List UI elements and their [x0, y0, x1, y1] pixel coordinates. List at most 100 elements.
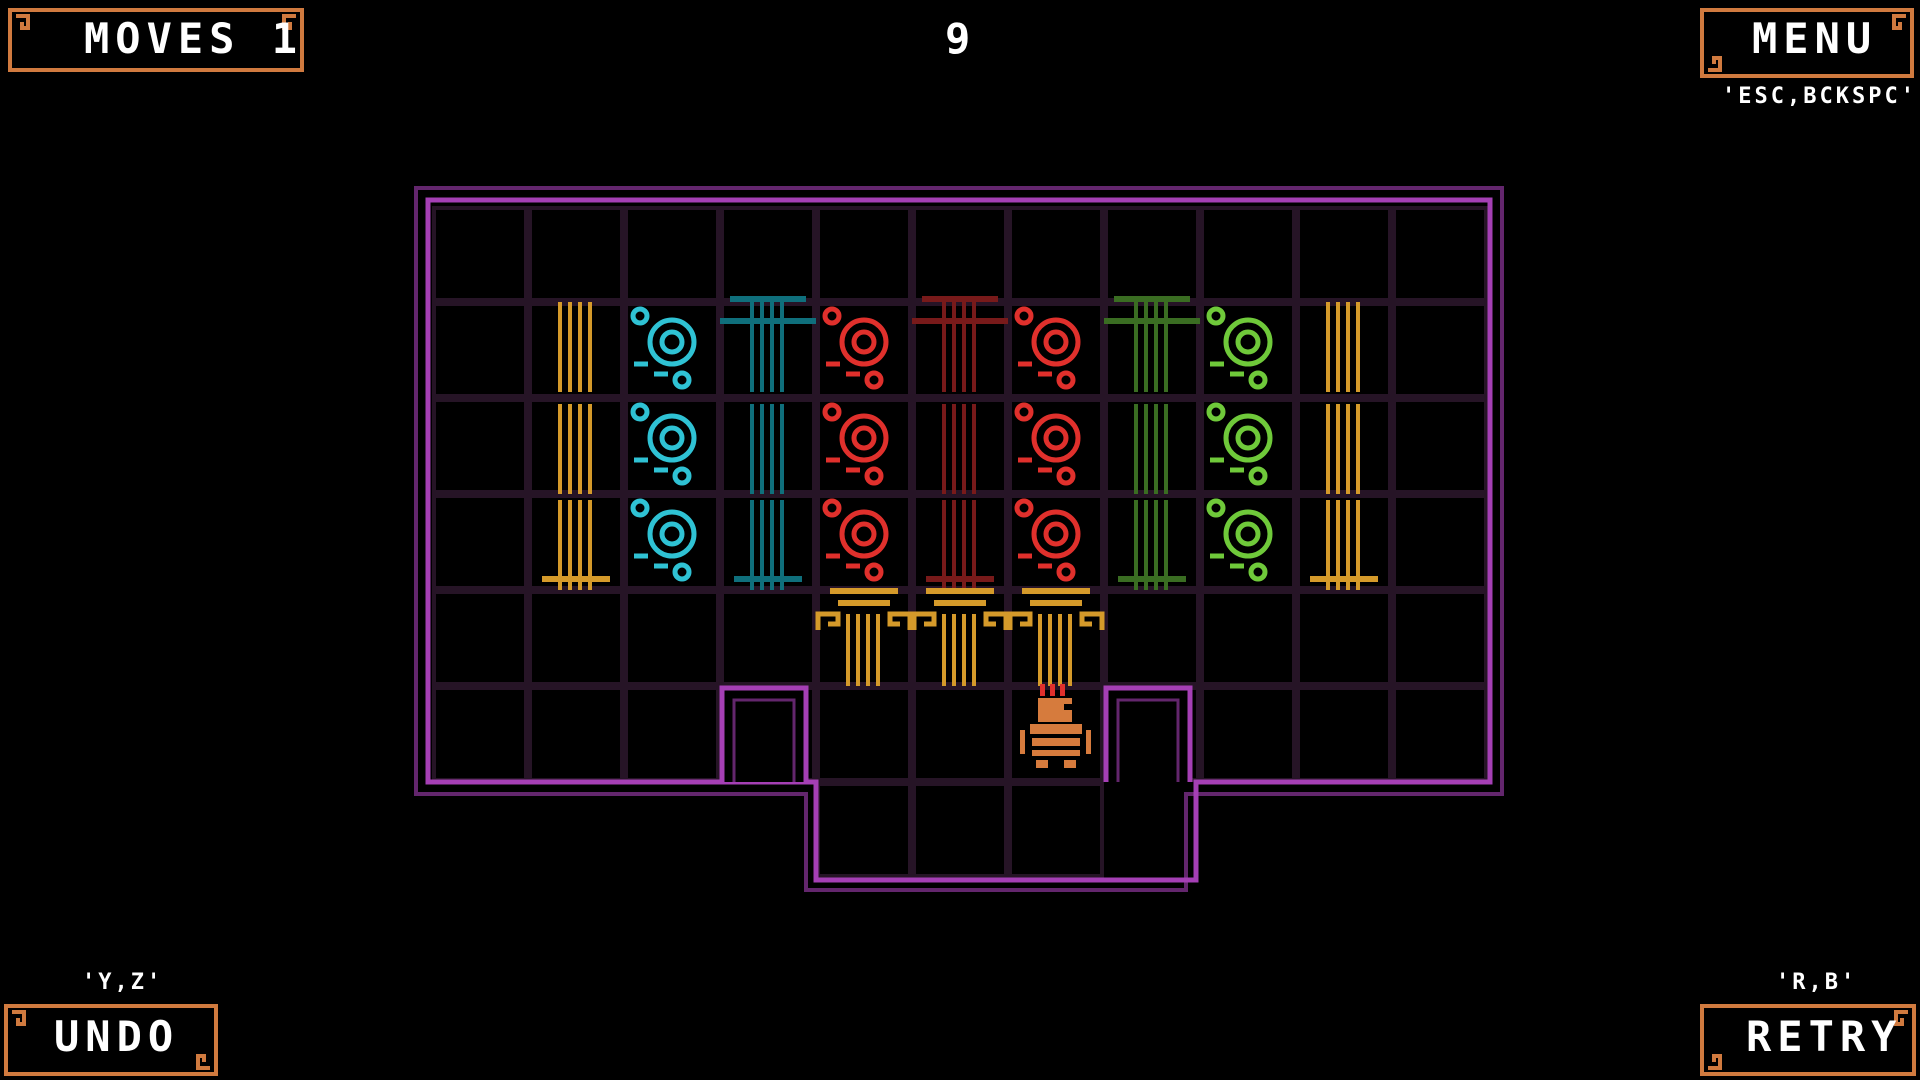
floor-tile: [720, 398, 816, 494]
floor-tile: [1200, 686, 1296, 782]
column-flute: [962, 302, 966, 392]
column-flute: [568, 404, 572, 494]
column-flute: [1068, 614, 1072, 686]
column-flute: [1144, 500, 1148, 590]
vine-swirl: [1031, 317, 1081, 367]
column-flute: [1164, 302, 1168, 392]
vine-bud: [864, 466, 884, 486]
ionic-column-icon: [558, 404, 592, 494]
vine-bud: [1056, 466, 1076, 486]
column-flute: [750, 500, 754, 590]
floor-tile: [912, 494, 1008, 590]
vine-swirl: [1223, 413, 1273, 463]
floor-tile: [528, 398, 624, 494]
vine-bud: [1248, 562, 1268, 582]
vine-swirl-icon: [1014, 306, 1081, 390]
vine-swirl-icon: [630, 402, 697, 486]
retry-button[interactable]: RETRY: [1746, 1012, 1903, 1061]
floor-tile: [624, 686, 720, 782]
helmet-crest: [1040, 684, 1045, 696]
vine-swirl: [1043, 329, 1069, 355]
column-flute: [1134, 302, 1138, 392]
floor-tile: [1104, 398, 1200, 494]
vine-swirl-icon: [1206, 498, 1273, 582]
vine-bud: [630, 306, 650, 326]
column-flute: [866, 614, 870, 686]
column-flute: [558, 404, 562, 494]
floor-tile: [432, 590, 528, 686]
vine-swirl: [839, 509, 889, 559]
menu-shortcut-hint: 'ESC,BCKSPC': [1722, 84, 1917, 109]
floor-tile: [1296, 590, 1392, 686]
floor-tile: [528, 494, 624, 590]
vine-swirl: [659, 329, 685, 355]
floor-tile: [624, 494, 720, 590]
vine-swirl: [839, 317, 889, 367]
ionic-column-icon: [1326, 404, 1360, 494]
column-flute: [1134, 500, 1138, 590]
column-flute: [1164, 404, 1168, 494]
vine-bud: [1206, 402, 1226, 422]
column-flute: [942, 614, 946, 686]
vine-swirl-icon: [1014, 402, 1081, 486]
undo-button[interactable]: UNDO: [54, 1012, 180, 1061]
greek-key-spiral-icon: [196, 1054, 210, 1070]
column-flute: [972, 500, 976, 590]
vine-swirl: [1043, 521, 1069, 547]
column-base: [1118, 576, 1186, 582]
column-volute: [815, 611, 841, 630]
column-top: [934, 600, 986, 606]
retry-shortcut-hint: 'R,B': [1776, 970, 1858, 995]
greek-key-spiral-icon: [16, 14, 30, 30]
column-flute: [1038, 614, 1042, 686]
player-arm: [1086, 730, 1091, 754]
vine-leaf: [1018, 553, 1052, 569]
floor-tile: [720, 302, 816, 398]
column-flute: [1048, 614, 1052, 686]
floor-tile: [624, 398, 720, 494]
vine-swirl-icon: [630, 498, 697, 582]
vine-swirl: [1043, 425, 1069, 451]
column-volute: [983, 611, 1009, 630]
column-capital: [730, 296, 806, 302]
column-flute: [972, 404, 976, 494]
floor-tile: [1008, 302, 1104, 398]
hud-frame: [1700, 8, 1914, 78]
vine-bud: [1014, 498, 1034, 518]
floor-tile: [912, 782, 1008, 878]
ionic-column-icon: [720, 296, 816, 392]
vine-swirl: [647, 413, 697, 463]
vine-swirl: [659, 521, 685, 547]
ionic-column-icon: [558, 302, 592, 392]
column-capital: [912, 318, 1008, 324]
player-body: [1030, 724, 1082, 734]
hud-frame: [1700, 1004, 1916, 1076]
moves-counter: MOVES 1: [84, 14, 304, 63]
helmet-crest: [1060, 684, 1065, 696]
column-flute: [1356, 404, 1360, 494]
floor-tile: [1392, 494, 1488, 590]
column-volute: [911, 611, 937, 630]
floor-tile: [1104, 494, 1200, 590]
column-capital: [1104, 318, 1200, 324]
column-flute: [588, 404, 592, 494]
vine-leaf: [634, 553, 668, 569]
floor-tile: [912, 398, 1008, 494]
column-flute: [760, 404, 764, 494]
column-flute: [972, 614, 976, 686]
vine-swirl: [647, 317, 697, 367]
column-flute: [962, 404, 966, 494]
column-flute: [1336, 302, 1340, 392]
floor-tile: [624, 590, 720, 686]
floor-tile: [1392, 590, 1488, 686]
floor-tile: [432, 206, 528, 302]
menu-button[interactable]: MENU: [1752, 14, 1878, 63]
floor-tile: [1296, 302, 1392, 398]
vine-bud: [864, 562, 884, 582]
column-capital: [1114, 296, 1190, 302]
vine-swirl: [851, 521, 877, 547]
column-flute: [952, 500, 956, 590]
greek-key-spiral-icon: [1708, 56, 1722, 72]
wall-notch: [722, 686, 806, 782]
